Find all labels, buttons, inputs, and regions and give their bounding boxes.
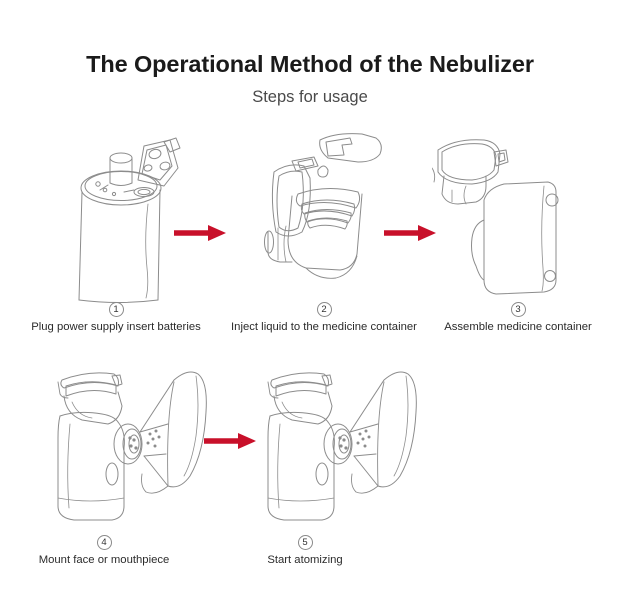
step-4-number: 4 <box>96 535 112 550</box>
step-5-number: 5 <box>297 535 313 550</box>
step-1 <box>52 128 192 303</box>
header: The Operational Method of the Nebulizer … <box>0 50 620 107</box>
step-1-caption: Plug power supply insert batteries <box>31 321 201 333</box>
step-5-illustration <box>258 358 423 533</box>
step-2-caption-block: 2 Inject liquid to the medicine containe… <box>194 302 454 334</box>
step-3-number: 3 <box>510 302 526 317</box>
step-2-caption: Inject liquid to the medicine container <box>231 321 417 333</box>
page-subtitle: Steps for usage <box>252 88 368 106</box>
step-5-caption-block: 5 Start atomizing <box>175 535 435 567</box>
step-4-caption-block: 4 Mount face or mouthpiece <box>0 535 234 567</box>
step-4-caption: Mount face or mouthpiece <box>38 554 170 566</box>
step-4-illustration <box>48 358 213 533</box>
arrow-step-4-to-5 <box>202 430 262 452</box>
step-3 <box>432 128 582 303</box>
page-title: The Operational Method of the Nebulizer <box>86 51 534 77</box>
step-2 <box>258 128 388 303</box>
step-3-caption: Assemble medicine container <box>444 321 592 333</box>
step-5 <box>258 358 423 533</box>
step-2-number: 2 <box>316 302 332 317</box>
step-1-caption-block: 1 Plug power supply insert batteries <box>0 302 246 334</box>
step-1-illustration <box>52 128 192 303</box>
arrow-step-2-to-3 <box>382 222 442 244</box>
arrow-step-1-to-2 <box>172 222 232 244</box>
step-3-caption-block: 3 Assemble medicine container <box>388 302 620 334</box>
step-2-illustration <box>258 128 388 303</box>
step-1-number: 1 <box>108 302 124 317</box>
step-5-caption: Start atomizing <box>267 554 343 566</box>
step-4 <box>48 358 213 533</box>
step-3-illustration <box>432 128 582 303</box>
